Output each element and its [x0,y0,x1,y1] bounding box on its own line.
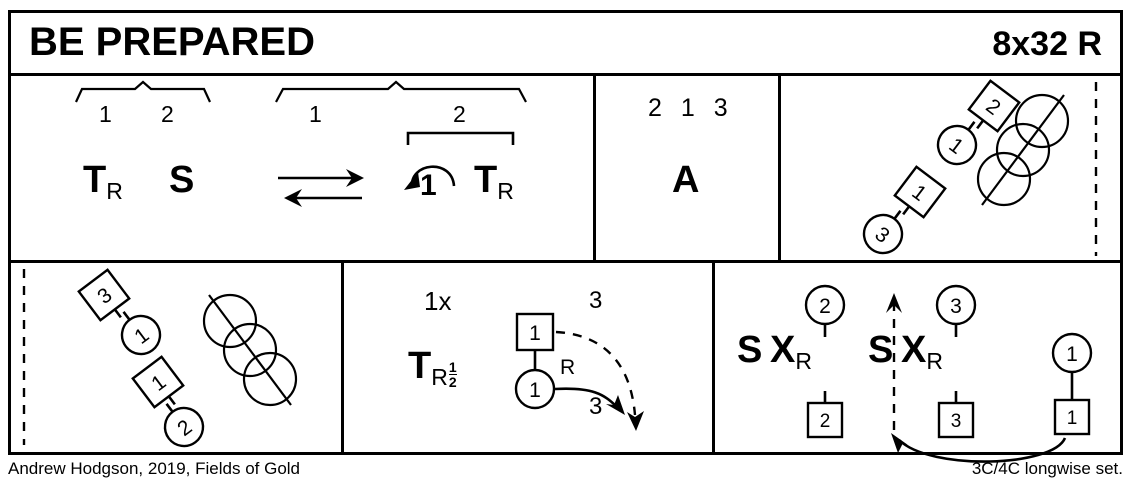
move-symbol: T [474,159,498,201]
footer-credit: Andrew Hodgson, 2019, Fields of Gold [8,459,301,478]
move-symbol: T [408,345,432,387]
cross-label-text: 1x [424,286,452,316]
reel-left-diagram: 3 1 1 [77,268,298,448]
move-symbol: X [762,329,796,371]
bar-brace-1 [75,80,211,103]
dancer-square-1: 1 [515,312,555,352]
svg-text:1: 1 [1066,343,1078,366]
cell-allemande: 2 1 3 A [596,76,781,260]
dancer-square-2: 2 [967,79,1021,133]
fraction-numerator: 1 [448,359,457,375]
progression-dashed-arrow [886,293,902,430]
move-subscript: R [926,348,943,374]
cell-bars-1-4: 1 2 TR S 1 2 [11,76,596,260]
dancer-circle-2: 2 [804,284,846,337]
crib-row-1: 1 2 TR S 1 2 [11,76,1120,263]
bar-label-1a: 1 [99,101,112,127]
dancer-positions: 2 1 3 [648,94,734,122]
move-set-cross-group-1: S XR [737,329,812,374]
dance-title: BE PREPARED [29,20,315,64]
set-cross-diagram: 2 2 3 3 [804,284,1093,463]
dancer-circle-1: 1 [120,311,162,356]
set-edge-dashed-line [22,269,26,445]
cross-label: 1x [424,288,451,314]
svg-text:3: 3 [951,411,962,432]
title-bar: BE PREPARED 8x32 R [11,13,1120,76]
track-solid-arrowhead [606,395,625,415]
svg-text:1: 1 [529,379,541,402]
dancer-circle-2: 2 [163,403,205,448]
cell-reel-left: 3 1 1 [11,263,344,452]
double-arrow-icon [278,169,364,207]
track-dashed-arrowhead [627,411,644,431]
dancer-square-1: 1 [131,355,185,409]
set-edge-dashed-line [1094,82,1098,256]
bar-label-2a: 1 [309,101,322,127]
reel-of-three-icon [202,293,298,407]
svg-text:1: 1 [529,322,541,345]
move-subscript: R [497,178,514,204]
move-subscript: R [106,178,123,204]
bar-label-1b: 2 [161,101,174,127]
dancer-circle-3: 3 [862,210,904,255]
move-set: S [169,159,195,201]
move-allemande: A [672,159,700,201]
move-turn-right-1: TR [83,159,123,204]
dancer-circle-1: 1 [936,121,978,166]
svg-text:2: 2 [819,295,831,318]
track-label-upper: 3 [589,287,603,314]
turn-alone-label: 1 [420,169,437,202]
fraction-denominator: 2 [448,374,457,390]
reel-of-three-icon [976,93,1070,207]
sub-bracket [406,131,515,145]
dancer-square-3: 3 [77,268,131,322]
cell-set-cross: 2 2 3 3 [715,263,1120,463]
turn-alone-arrow-icon [404,165,456,190]
move-symbol: S [737,329,763,371]
phrase-curved-arrow [891,433,1067,463]
crib-row-2: 3 1 1 [11,263,1120,463]
bar-label-2b: 2 [453,101,466,127]
dancer-square-2: 2 [806,391,844,439]
cell-reel-right: 2 1 1 [781,76,1120,260]
move-subscript: R [795,348,812,374]
bar-brace-2 [275,80,527,103]
dancer-circle-1: 1 [514,368,556,410]
dancer-circle-1: 1 [1051,332,1093,374]
turn-half-diagram: 1 1 R [514,312,644,431]
move-symbol: S [868,329,894,371]
move-set-cross-group-2: S XR [868,329,943,374]
footer-set-type: 3C/4C longwise set. [971,459,1123,478]
move-turn-right-2: TR [474,159,514,204]
hand-label-R: R [560,356,575,379]
crib-frame: BE PREPARED 8x32 R 1 2 TR S 1 2 [8,10,1123,463]
dancer-circle-3: 3 [935,284,977,337]
dancer-square-1: 1 [1053,398,1091,436]
dancer-square-3: 3 [937,391,975,439]
reel-right-diagram: 2 1 1 [862,79,1070,255]
move-symbol: X [893,329,927,371]
track-label-lower: 3 [589,393,603,420]
svg-text:3: 3 [950,295,962,318]
move-symbol: T [83,159,107,201]
svg-text:1: 1 [1067,408,1078,429]
svg-text:2: 2 [820,411,831,432]
dancer-square-1: 1 [893,165,947,219]
move-subscript: R [431,364,448,390]
dance-meta: 8x32 R [992,25,1102,63]
track-solid-path [554,387,618,408]
